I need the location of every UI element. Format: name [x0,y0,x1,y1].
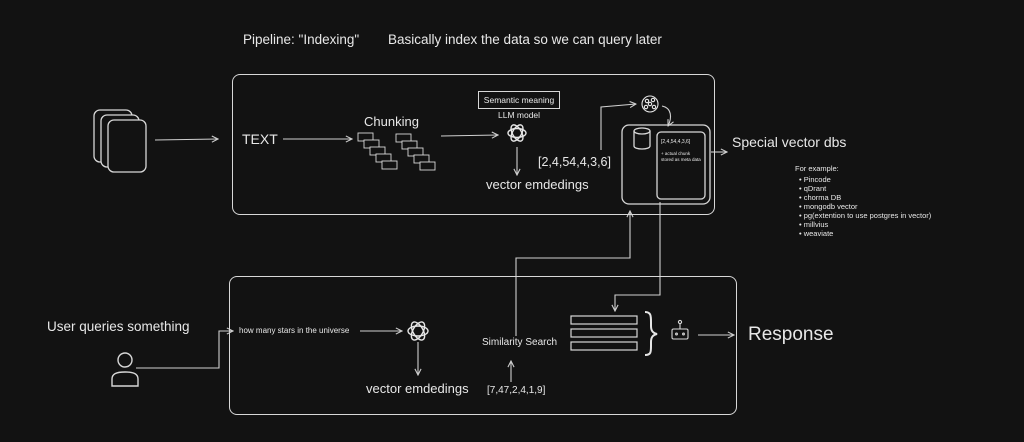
chunking-label: Chunking [364,114,419,129]
indexing-vector-values: [2,4,54,4,3,6] [538,155,611,169]
user-icon [111,352,139,387]
curly-brace-icon [644,311,658,356]
query-vector-embeddings-label: vector emdedings [366,381,469,396]
arrow-similarity-to-db [515,211,630,336]
example-item: millvius [799,220,931,229]
arrow-cluster-to-db [661,105,670,126]
text-label: TEXT [242,131,278,147]
arrow-db-to-results [615,202,661,311]
llm-model-label: LLM model [498,110,541,120]
examples-heading: For example: [795,164,839,173]
query-text: how many stars in the universe [239,326,350,335]
example-item: weaviate [799,229,931,238]
chunks-icon [357,132,436,171]
similarity-search-label: Similarity Search [482,337,558,348]
indexing-stage-box [232,74,715,215]
llm-bot-icon [671,319,689,340]
example-item: qDrant [799,184,931,193]
special-vector-dbs-label: Special vector dbs [732,134,847,150]
db-card-note: + actual chunk stored as meta data [661,151,701,162]
indexing-vector-embeddings-label: vector emdedings [486,177,589,192]
arrow-chunks-to-model [440,135,498,136]
db-card-vector: [2,4,54,4,3,6] [661,139,691,145]
arrow-user-to-query [136,331,233,369]
user-query-label: User queries something [47,319,190,334]
query-vector-values: [7,47,2,4,1,9] [487,385,546,396]
example-item: pg(extention to use postgres in vector) [799,211,932,220]
results-stack-icon [570,315,638,351]
vector-db-store [621,124,711,205]
vector-db-example-list: Pincode qDrant chorma DB mongodb vector … [799,175,932,238]
database-icon [633,127,651,150]
pipeline-title: Pipeline: "Indexing" [243,32,360,47]
openai-icon [507,124,527,142]
arrow-vector-to-cluster [600,104,636,150]
documents-icon [93,109,147,173]
example-item: Pincode [799,175,931,184]
cluster-icon [641,95,659,113]
arrow-docs-to-indexing [154,139,218,140]
response-label: Response [748,324,834,345]
example-item: mongodb vector [799,202,931,211]
example-item: chorma DB [799,193,931,202]
openai-icon [407,321,429,341]
query-stage-box [229,276,737,415]
semantic-meaning-box: Semantic meaning [478,91,560,109]
pipeline-subtitle: Basically index the data so we can query… [388,32,662,47]
